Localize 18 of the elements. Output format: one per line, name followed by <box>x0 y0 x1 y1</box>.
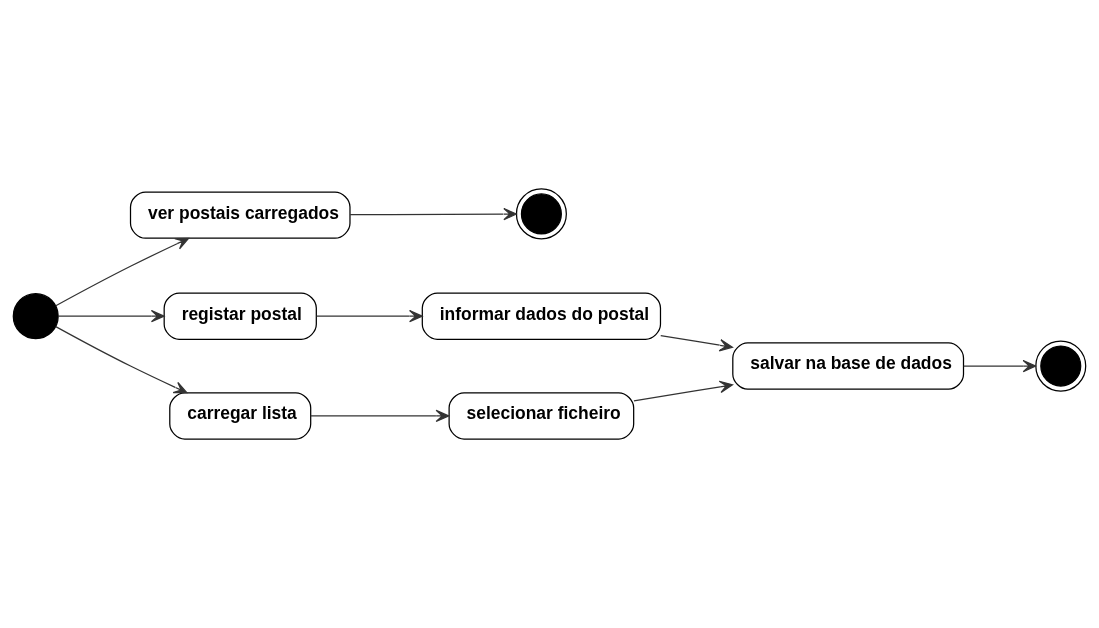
arrow <box>633 380 734 402</box>
arrow <box>315 309 423 323</box>
arrow <box>310 409 450 423</box>
node-box: ver postais carregados <box>129 191 351 239</box>
arrow <box>660 334 734 352</box>
arrow <box>57 309 165 323</box>
arrow <box>55 237 190 307</box>
arrow <box>55 326 188 394</box>
node-box: informar dados do postal <box>421 292 662 340</box>
node-box: salvar na base de dados <box>732 342 965 390</box>
arrow <box>349 207 517 221</box>
node-box: selecionar ficheiro <box>448 392 635 440</box>
node-circle <box>1035 340 1087 392</box>
arrow <box>963 359 1037 373</box>
node-circle <box>12 293 59 340</box>
node-box: carregar lista <box>169 392 312 440</box>
node-box: registar postal <box>163 292 317 340</box>
node-circle <box>515 188 567 240</box>
